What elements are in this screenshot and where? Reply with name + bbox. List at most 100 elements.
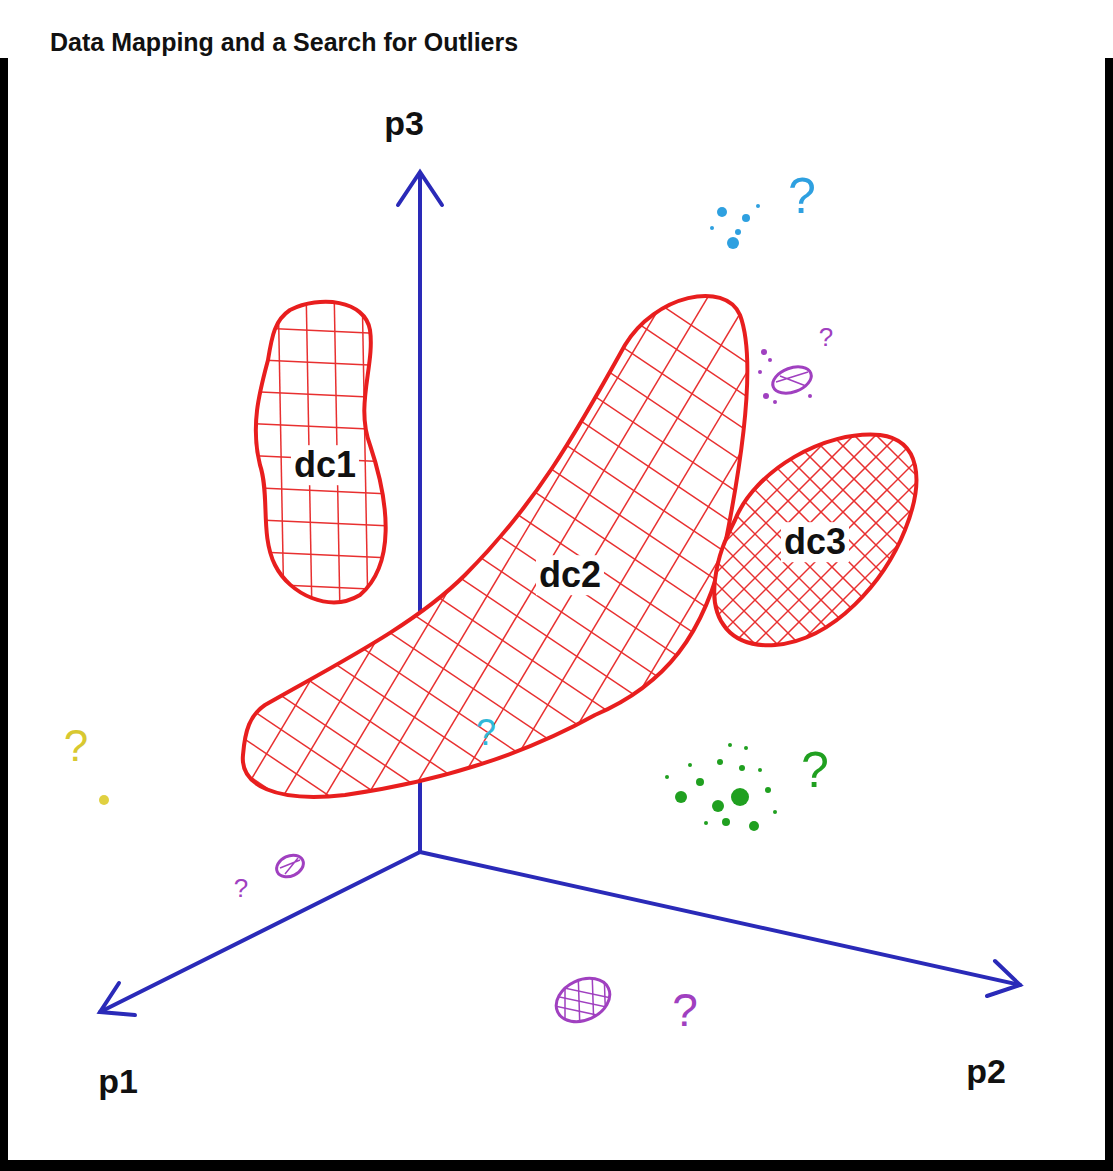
grid-line xyxy=(959,430,1113,660)
grid-line xyxy=(185,53,810,473)
grid-line xyxy=(119,225,499,860)
grid-line xyxy=(739,430,969,660)
grid-line xyxy=(185,665,810,1085)
grid-line xyxy=(695,430,925,660)
grid-line xyxy=(1091,430,1113,660)
grid-line xyxy=(35,225,415,860)
grid-line xyxy=(827,430,1057,660)
grid-line xyxy=(1069,430,1113,660)
axis-label: p3 xyxy=(384,105,424,142)
grid-line xyxy=(185,937,810,1171)
grid-line xyxy=(937,430,1113,660)
grid-line xyxy=(1091,430,1113,660)
diagram-title: Data Mapping and a Search for Outliers xyxy=(50,28,518,57)
grid-line xyxy=(185,155,810,575)
question-mark: ? xyxy=(234,874,248,903)
grid-line xyxy=(673,430,903,660)
grid-line xyxy=(250,285,256,615)
outlier-blob xyxy=(273,851,307,881)
grid-line xyxy=(185,835,810,1171)
grid-line xyxy=(185,733,810,1153)
grid-line xyxy=(185,0,810,405)
grid-line xyxy=(185,1141,810,1171)
grid-line xyxy=(1069,430,1113,660)
data-cluster: dc2 xyxy=(235,285,760,810)
grid-line xyxy=(651,430,881,660)
grid-line xyxy=(959,430,1113,660)
grid-line xyxy=(185,1107,810,1171)
grid-line xyxy=(497,430,727,660)
grid-line xyxy=(278,285,284,615)
grid-line xyxy=(371,225,751,860)
grid-line xyxy=(185,1039,810,1171)
grid-line xyxy=(827,430,1057,660)
grid-line xyxy=(871,430,1101,660)
grid-line xyxy=(915,430,1113,660)
grid-line xyxy=(629,430,859,660)
cluster-label: dc2 xyxy=(536,555,604,595)
data-cluster: dc1 xyxy=(250,295,400,605)
cluster-outline xyxy=(235,285,760,810)
grid-line xyxy=(1003,430,1113,660)
outlier-dot xyxy=(99,795,109,805)
grid-line xyxy=(240,423,410,431)
grid-line xyxy=(623,225,1003,860)
grid-line xyxy=(390,285,396,615)
question-mark: ? xyxy=(788,169,816,224)
axes xyxy=(100,172,1020,1015)
grid-line xyxy=(185,563,810,983)
grid-line xyxy=(665,225,1045,860)
grid-line xyxy=(1001,225,1113,860)
grid-line xyxy=(329,225,709,860)
grid-line xyxy=(761,430,991,660)
outlier-blob xyxy=(549,970,620,1030)
grid-line xyxy=(1043,225,1113,860)
grid-line xyxy=(563,430,793,660)
grid-line xyxy=(77,225,457,860)
grid-line xyxy=(185,461,810,881)
axis-label: p1 xyxy=(98,1063,138,1100)
grid-line xyxy=(539,225,919,860)
outlier-dots xyxy=(710,204,760,249)
grid-line xyxy=(695,430,925,660)
cluster-border xyxy=(714,435,916,646)
grid-line xyxy=(739,430,969,660)
grid-line xyxy=(185,971,810,1171)
grid-line xyxy=(185,325,810,745)
grid-line xyxy=(185,19,810,439)
cluster-label: dc1 xyxy=(291,445,359,485)
grid-line xyxy=(185,1073,810,1171)
grid-line xyxy=(185,767,810,1171)
frame xyxy=(0,1160,1113,1171)
grid-line xyxy=(959,225,1113,860)
grid-line xyxy=(875,225,1113,860)
grid-line xyxy=(185,801,810,1171)
grid-line xyxy=(541,430,771,660)
question-mark: ? xyxy=(476,713,496,753)
grid-line xyxy=(1003,430,1113,660)
grid-line xyxy=(541,430,771,660)
cluster-label: dc3 xyxy=(781,522,849,562)
grid-line xyxy=(673,430,903,660)
frame xyxy=(0,58,8,1171)
grid-line xyxy=(981,430,1113,660)
grid-line xyxy=(185,189,810,609)
cluster-border xyxy=(243,296,747,797)
grid-line xyxy=(475,430,705,660)
grid-line xyxy=(981,430,1113,660)
grid-line xyxy=(749,225,1113,860)
grid-line xyxy=(185,903,810,1171)
outlier-blob xyxy=(758,349,815,404)
question-mark: ? xyxy=(672,985,698,1036)
grid-line xyxy=(497,225,877,860)
grid-line xyxy=(185,1005,810,1171)
grid-line xyxy=(761,430,991,660)
grid-line xyxy=(240,327,410,335)
frame xyxy=(1105,58,1113,1171)
grid-line xyxy=(185,121,810,541)
grid-line xyxy=(240,583,410,591)
grid-line xyxy=(1047,430,1113,660)
question-mark: ? xyxy=(801,743,829,798)
grid-line xyxy=(1025,430,1113,660)
grid-line xyxy=(915,430,1113,660)
